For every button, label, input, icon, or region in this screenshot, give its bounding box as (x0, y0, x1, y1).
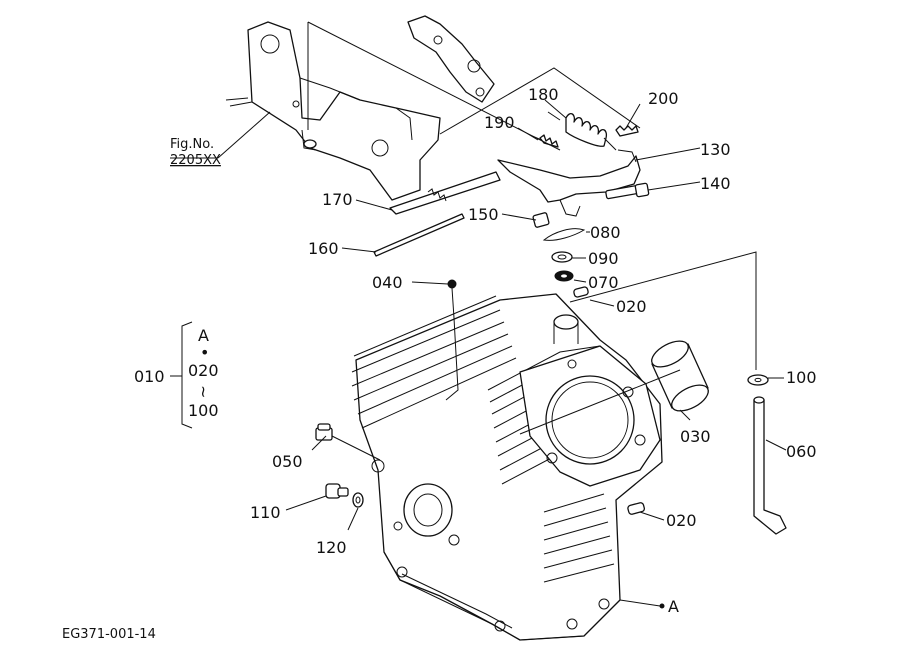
assembly-number: 010 (134, 367, 165, 386)
governor-rod-170 (389, 171, 501, 215)
dowel-040 (445, 279, 459, 401)
pin-020-lower (627, 502, 645, 515)
label-020-lower: 020 (666, 511, 697, 530)
spring-190 (531, 134, 559, 148)
label-020-upper: 020 (616, 297, 647, 316)
pin-020-upper (573, 286, 589, 298)
label-030: 030 (680, 427, 711, 446)
crankcase (351, 293, 663, 641)
assembly-member-020: 020 (188, 361, 219, 380)
part-labels: Fig.No. 2205XX 200 180 190 130 140 170 1… (62, 85, 817, 642)
label-190: 190 (484, 113, 515, 132)
label-050: 050 (272, 452, 303, 471)
seal-070 (554, 270, 574, 282)
spring-200 (615, 125, 639, 137)
spring-180 (547, 111, 617, 151)
label-120: 120 (316, 538, 347, 557)
fig-ref-label: 2205XX (170, 153, 221, 168)
label-150: 150 (468, 205, 499, 224)
washer-090 (551, 251, 573, 263)
label-100: 100 (786, 368, 817, 387)
label-080: 080 (590, 223, 621, 242)
part-150 (532, 212, 550, 228)
label-ref-a: A (668, 597, 679, 616)
label-110: 110 (250, 503, 281, 522)
label-180: 180 (528, 85, 559, 104)
washer-120 (352, 492, 364, 508)
governor-plate (407, 15, 495, 103)
bolt-110 (325, 483, 349, 499)
plug-050 (315, 423, 333, 441)
assembly-member-100: 100 (188, 401, 219, 420)
governor-lever (497, 149, 641, 217)
fig-no-label: Fig.No. (170, 137, 214, 152)
assembly-member-tilde: ~ (194, 385, 213, 398)
assembly-member-dot: • (200, 343, 209, 362)
assembly-member-a: A (198, 326, 209, 345)
label-200: 200 (648, 89, 679, 108)
bushing-030 (651, 340, 709, 412)
link-rod-160 (373, 213, 465, 257)
label-090: 090 (588, 249, 619, 268)
clip-080 (542, 228, 586, 241)
bolt-140 (605, 182, 650, 200)
control-bracket (225, 21, 441, 201)
leader-lines (170, 21, 787, 609)
label-140: 140 (700, 174, 731, 193)
label-130: 130 (700, 140, 731, 159)
shaft-060 (753, 396, 787, 535)
label-040: 040 (372, 273, 403, 292)
label-170: 170 (322, 190, 353, 209)
label-160: 160 (308, 239, 339, 258)
document-code: EG371-001-14 (62, 627, 156, 642)
washer-100 (747, 374, 769, 386)
label-070: 070 (588, 273, 619, 292)
label-060: 060 (786, 442, 817, 461)
